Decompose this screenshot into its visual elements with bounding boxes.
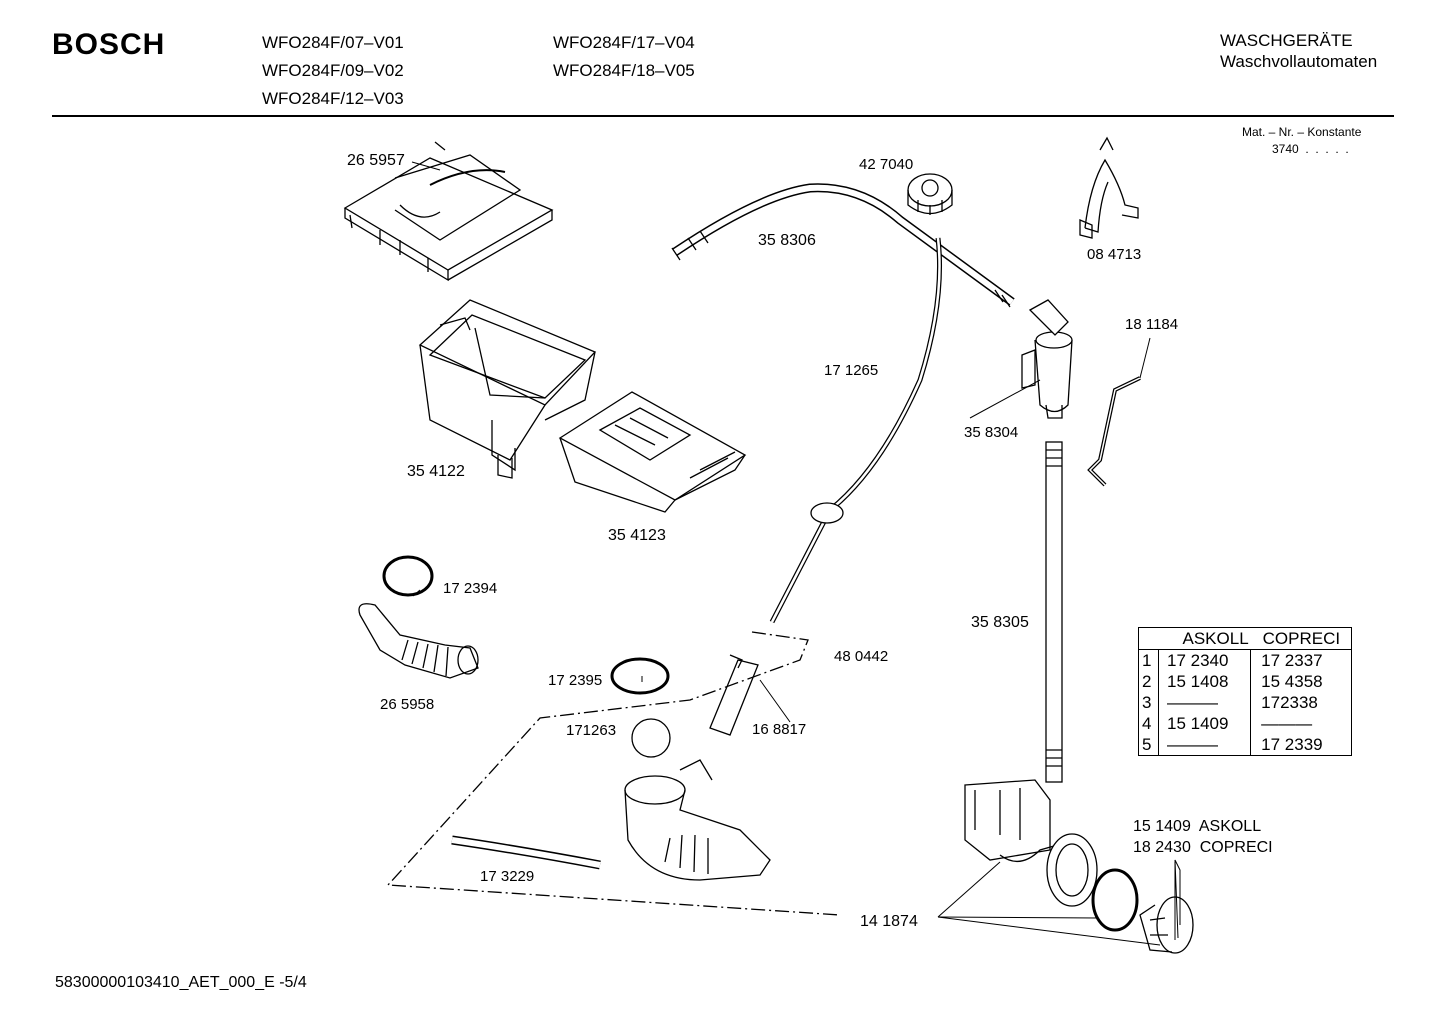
float-ball-part (631, 718, 671, 758)
copreci-part: ——— (1261, 713, 1313, 733)
hose-holder-part (1079, 136, 1139, 239)
air-trap-part (1021, 299, 1073, 419)
subcategory-title: Waschvollautomaten (1220, 52, 1378, 71)
part-label: 48 0442 (834, 648, 889, 665)
drain-pump-part (964, 779, 1098, 907)
part-label: 17 1265 (824, 362, 879, 379)
part-label: 35 8306 (758, 232, 816, 249)
part-label: 18 2430 COPRECI (1133, 839, 1273, 856)
row-index: 4 (1138, 713, 1159, 734)
pump-seal-ring-part (1091, 868, 1139, 932)
model-number: WFO284F/09–V02 (262, 61, 404, 80)
sump-hose-part (624, 759, 771, 881)
table-row: 4 15 1409 ——— (1138, 713, 1352, 734)
drawer-lid-frame-part (343, 141, 554, 282)
part-label: 17 2394 (443, 580, 498, 597)
part-label: 14 1874 (860, 913, 918, 930)
part-label: 17 2395 (548, 672, 603, 689)
part-label: 42 7040 (859, 156, 914, 173)
model-number: WFO284F/17–V04 (553, 33, 695, 52)
pressure-switch-part (907, 173, 953, 215)
assembly-outline (386, 631, 841, 916)
table-row: 5 ——— 17 2339 (1138, 734, 1352, 756)
part-label: 35 8305 (971, 614, 1029, 631)
detergent-drawer-part (558, 391, 747, 513)
overflow-pipe-part (671, 183, 1015, 308)
row-index: 1 (1138, 649, 1159, 671)
pressure-hose-part (769, 237, 943, 624)
drawer-bellows-part (358, 603, 479, 679)
document-id: 58300000103410_AET_000_E -5/4 (55, 974, 307, 991)
material-number-value: 3740 . . . . . (1272, 142, 1349, 156)
material-number-label: Mat. – Nr. – Konstante (1242, 125, 1362, 139)
askoll-part: 15 1408 (1158, 671, 1252, 692)
table-header-cell: ASKOLL (1158, 627, 1251, 650)
header-divider (52, 115, 1394, 117)
part-label: 16 8817 (752, 721, 807, 738)
askoll-part: ——— (1158, 734, 1252, 756)
copreci-part: 17 2339 (1261, 734, 1323, 754)
askoll-part: ——— (1158, 692, 1252, 713)
part-label: 26 5957 (347, 152, 405, 169)
drawer-housing-part (418, 299, 597, 479)
part-label: 171263 (566, 722, 617, 739)
askoll-part: 17 2340 (1158, 649, 1252, 671)
part-label: 35 4122 (407, 463, 465, 480)
table-row: 1 17 2340 17 2337 (1138, 649, 1352, 671)
pump-hose-part (1045, 441, 1063, 783)
leader-lines (411, 161, 1181, 946)
model-number: WFO284F/07–V01 (262, 33, 404, 52)
askoll-part: 15 1409 (1158, 713, 1252, 734)
drain-hose-part (451, 835, 601, 870)
table-row: 3 ——— 172338 (1138, 692, 1352, 713)
row-index: 5 (1138, 734, 1159, 756)
part-label: 08 4713 (1087, 246, 1142, 263)
part-label: 35 4123 (608, 527, 666, 544)
pump-filter-part (1139, 896, 1194, 954)
part-label: 18 1184 (1125, 316, 1179, 333)
part-label: 17 3229 (480, 868, 535, 885)
row-index: 3 (1138, 692, 1159, 713)
sealing-ring-part (382, 555, 434, 597)
brand-logo: BOSCH (52, 28, 166, 61)
table-header-cell (1138, 627, 1159, 650)
table-row: 2 15 1408 15 4358 (1138, 671, 1352, 692)
copreci-part: 15 4358 (1261, 671, 1323, 691)
category-title: WASCHGERÄTE (1220, 31, 1353, 50)
variant-parts-table: ASKOLL COPRECI 1 17 2340 17 2337 2 15 14… (1138, 627, 1353, 756)
part-label: 15 1409 ASKOLL (1133, 818, 1262, 835)
copreci-part: 17 2337 (1261, 650, 1323, 670)
cable-part (1087, 376, 1141, 487)
part-label: 35 8304 (964, 424, 1019, 441)
model-number: WFO284F/18–V05 (553, 61, 695, 80)
table-header-cell: COPRECI (1250, 627, 1352, 650)
copreci-part: 172338 (1261, 692, 1318, 712)
table-header-row: ASKOLL COPRECI (1138, 627, 1352, 650)
model-number: WFO284F/12–V03 (262, 89, 404, 108)
heater-part (709, 654, 759, 736)
row-index: 2 (1138, 671, 1159, 692)
sealing-ring-part (610, 657, 670, 695)
part-label: 26 5958 (380, 696, 435, 713)
